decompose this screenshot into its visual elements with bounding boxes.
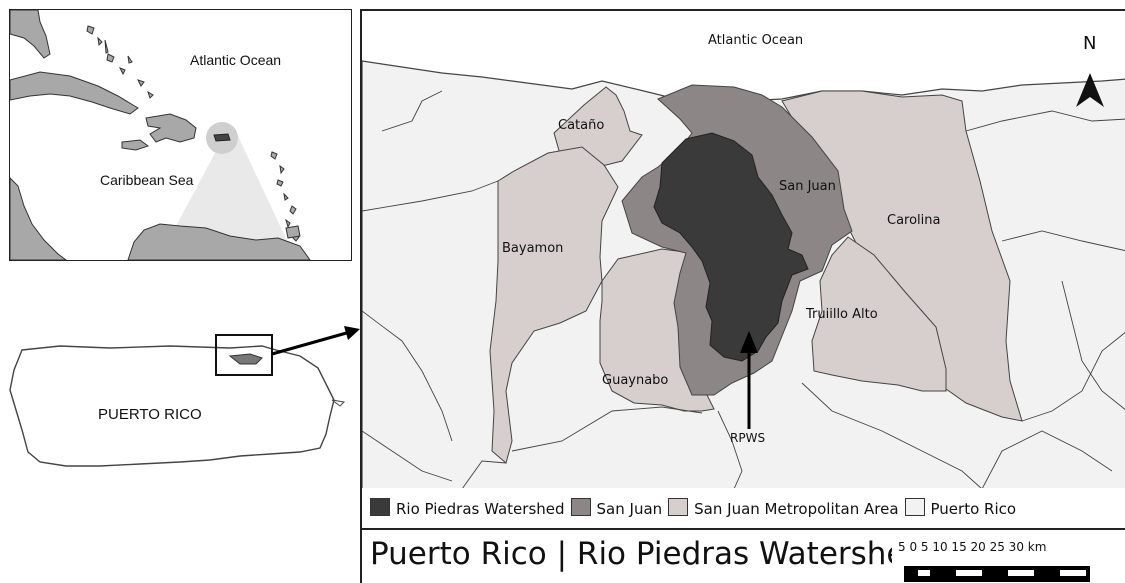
trujillo-alto-label: Truiillo Alto [806,307,878,322]
caribbean-map-graphic [10,10,311,260]
legend-swatch [570,498,591,516]
locator-arrow [271,326,360,356]
lesser-antilles [270,151,300,242]
legend-swatch [370,498,390,516]
florida-landmass [10,10,51,59]
legend-items: Rio Piedras Watershed San Juan San Juan Me… [370,498,1022,518]
atlantic-ocean-inset-label: Atlantic Ocean [190,52,282,68]
legend-label: San Juan [596,500,663,518]
study-area-graphic [362,60,1125,489]
atlantic-ocean-label: Atlantic Ocean [708,33,804,48]
jamaica-landmass [121,139,150,151]
scale-bar-graphic [904,566,1090,582]
study-area-shape [228,353,263,365]
bayamon-label: Bayamon [502,241,564,256]
rpws-pointer-head [740,331,758,353]
trinidad-landmass [285,225,301,239]
study-area-box [215,334,273,376]
bayamon-municipality [489,146,619,464]
puerto-rico-inset-map: PUERTO RICO [0,330,350,480]
map-title-box: Puerto Rico | Rio Piedras Watershed [360,530,894,583]
carolina-label: Carolina [887,213,941,228]
legend-item: San Juan Metropolitan Area [668,498,899,518]
cuba-landmass [10,71,139,115]
legend-item: Rio Piedras Watershed [370,498,565,518]
rpws-label: RPWS [730,431,766,445]
municipal-boundaries [362,90,1125,489]
north-label: N [1083,33,1097,54]
legend-item: Puerto Rico [904,498,1017,518]
bahamas-islands [86,25,154,99]
san-juan-label: San Juan [779,179,836,194]
puerto-rico-inset-shape [213,133,231,142]
legend-label: San Juan Metropolitan Area [694,500,899,518]
puerto-rico-outline-graphic [9,334,346,467]
map-legend: Rio Piedras Watershed San Juan San Juan Me… [360,488,1125,530]
caribbean-inset-map: Atlantic Ocean Caribbean Sea [9,9,352,261]
scale-tick-labels: 5 0 5 10 15 20 25 30 km [898,540,1046,554]
scale-ticks-text: 5 0 5 10 15 20 25 30 [898,540,1028,554]
south-america-landmass [127,223,311,260]
catano-label: Cataño [558,118,605,133]
scale-bar: 5 0 5 10 15 20 25 30 km [892,530,1125,583]
rio-piedras-watershed [653,132,809,362]
vieques-island [331,399,346,407]
guaynabo-label: Guaynabo [602,373,669,388]
caribbean-sea-label: Caribbean Sea [100,172,194,188]
hispaniola-landmass [145,113,197,143]
puerto-rico-label: PUERTO RICO [98,406,202,423]
legend-swatch [904,498,925,516]
main-study-area-map: Atlantic Ocean N Cataño San Juan Carolin… [360,9,1125,491]
scale-unit: km [1027,540,1047,554]
legend-label: Puerto Rico [930,500,1017,518]
north-arrow-icon [1076,73,1104,107]
central-america-landmass [10,177,67,260]
trujillo-alto-municipality [811,236,947,392]
legend-item: San Juan [570,498,663,518]
legend-swatch [668,498,689,516]
map-title: Puerto Rico | Rio Piedras Watershed [370,536,894,572]
legend-label: Rio Piedras Watershed [396,500,565,518]
